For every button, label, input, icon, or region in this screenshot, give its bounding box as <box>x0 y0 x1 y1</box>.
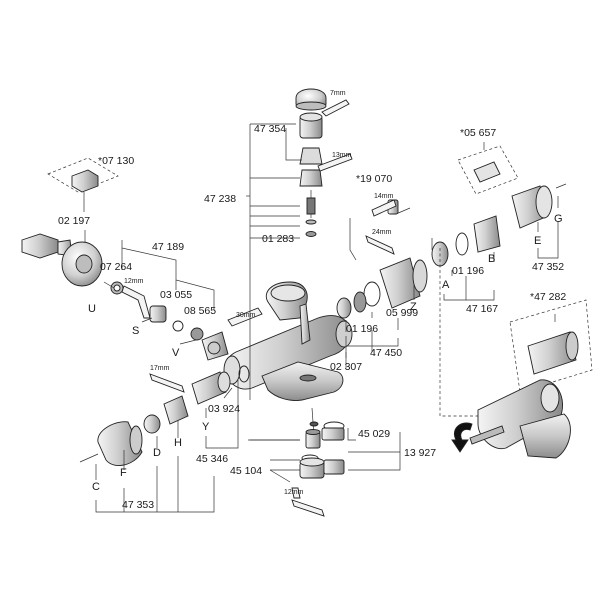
label-02197: 02 197 <box>58 215 90 227</box>
svg-text:24mm: 24mm <box>372 229 392 236</box>
label-05999: 05 999 <box>386 307 418 319</box>
label-D: D <box>153 447 161 459</box>
label-01283: 01 283 <box>262 233 294 245</box>
wrench-7mm-icon: 7mm <box>321 90 350 117</box>
svg-text:12mm: 12mm <box>124 278 144 285</box>
label-01196b: 01 196 <box>346 323 378 335</box>
svg-text:30mm: 30mm <box>236 312 256 319</box>
label-47282: *47 282 <box>530 291 566 303</box>
label-02307: 02 307 <box>330 361 362 373</box>
label-03924: 03 924 <box>208 403 240 415</box>
label-F: F <box>120 467 127 479</box>
label-B: B <box>488 253 495 265</box>
label-S: S <box>132 325 139 337</box>
diverter-parts <box>299 407 345 479</box>
label-45029: 45 029 <box>358 428 390 440</box>
svg-text:12mm: 12mm <box>284 489 304 496</box>
replacement-cartridge-box <box>509 299 593 393</box>
wrench-14mm-icon: 14mm <box>371 193 397 217</box>
left-cartridge-box <box>47 157 119 193</box>
label-H: H <box>174 437 182 449</box>
label-Z: Z <box>410 301 417 313</box>
left-handle-assembly <box>21 233 229 361</box>
top-cartridge-stack <box>295 88 327 237</box>
label-19070: *19 070 <box>356 173 392 185</box>
part-labels: *07 130 02 197 07 264 U 47 189 03 055 S … <box>58 123 566 511</box>
label-V: V <box>172 347 180 359</box>
label-47450: 47 450 <box>370 347 402 359</box>
label-E: E <box>534 235 541 247</box>
label-03055: 03 055 <box>160 289 192 301</box>
wrench-17mm-icon: 17mm <box>149 365 185 393</box>
label-47352: 47 352 <box>532 261 564 273</box>
label-45104: 45 104 <box>230 465 262 477</box>
wrench-12mm-bottom-icon: 12mm <box>284 487 325 517</box>
label-47353: 47 353 <box>122 499 154 511</box>
thermostatic-cartridge <box>79 365 250 467</box>
wrench-12mm-icon: 12mm <box>121 278 151 319</box>
svg-text:7mm: 7mm <box>330 90 346 97</box>
label-A: A <box>442 279 450 291</box>
label-05657: *05 657 <box>460 127 496 139</box>
label-G: G <box>554 213 563 225</box>
svg-text:13mm: 13mm <box>332 152 352 159</box>
wrench-13mm-icon: 13mm <box>317 152 353 172</box>
svg-text:14mm: 14mm <box>374 193 394 200</box>
label-08565: 08 565 <box>184 305 216 317</box>
label-47354: 47 354 <box>254 123 286 135</box>
leader-lines <box>83 123 559 513</box>
right-cartridge-box <box>457 145 519 195</box>
label-47189: 47 189 <box>152 241 184 253</box>
label-Y: Y <box>202 421 210 433</box>
svg-text:17mm: 17mm <box>150 365 170 372</box>
label-U: U <box>88 303 96 315</box>
label-07264: 07 264 <box>100 261 132 273</box>
label-45346: 45 346 <box>196 453 228 465</box>
installation-view <box>439 248 571 459</box>
label-01196a: 01 196 <box>452 265 484 277</box>
wrench-30mm-icon: 30mm <box>227 307 263 327</box>
wrench-24mm-icon: 24mm <box>365 229 395 255</box>
label-13927: 13 927 <box>404 447 436 459</box>
mixer-body <box>223 281 353 401</box>
label-47167: 47 167 <box>466 303 498 315</box>
label-47238: 47 238 <box>204 193 236 205</box>
label-07130: *07 130 <box>98 155 134 167</box>
label-C: C <box>92 481 100 493</box>
